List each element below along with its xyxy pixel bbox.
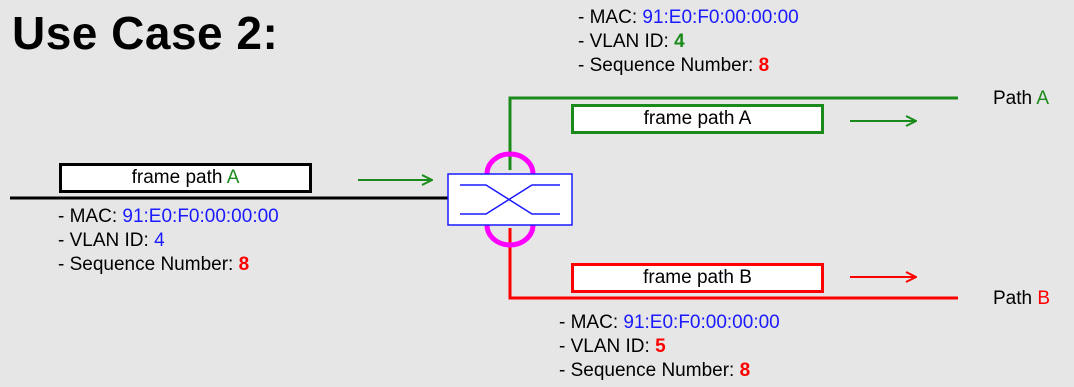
ingress-frame-box: frame path A [59,163,312,193]
ingress-mac-value: 91:E0:F0:00:00:00 [122,206,279,227]
path-b-line [508,228,958,300]
path-a-label-letter: A [1036,88,1050,109]
path-a-vlan-row: - VLAN ID: 4 [578,30,799,54]
switch-arc-bottom [484,224,536,248]
path-a-seq-label: - Sequence Number: [578,55,759,76]
path-b-mac-label: - MAC: [559,312,624,333]
path-a-vlan-label: - VLAN ID: [578,31,675,52]
path-b-seq-value: 8 [739,360,751,381]
path-b-label: Path B [993,288,1050,310]
ingress-frame-label: frame path [131,167,227,188]
path-b-mac-row: - MAC: 91:E0:F0:00:00:00 [559,311,780,335]
path-a-line [508,96,958,170]
path-b-frame-info: - MAC: 91:E0:F0:00:00:00 - VLAN ID: 5 - … [559,311,780,383]
ingress-vlan-value: 4 [154,230,165,251]
ingress-vlan-row: - VLAN ID: 4 [58,229,279,253]
path-b-frame-label: frame path B [643,267,752,288]
path-b-vlan-label: - VLAN ID: [559,336,656,357]
path-b-frame-box: frame path B [571,263,824,293]
path-b-mac-value: 91:E0:F0:00:00:00 [623,312,780,333]
path-a-mac-label: - MAC: [578,7,643,28]
ingress-seq-label: - Sequence Number: [58,254,239,275]
path-b-label-prefix: Path [993,288,1038,309]
path-b-vlan-value: 5 [655,336,666,357]
ingress-mac-label: - MAC: [58,206,123,227]
path-b-seq-label: - Sequence Number: [559,360,740,381]
path-a-label: Path A [993,88,1049,110]
path-a-seq-row: - Sequence Number: 8 [578,54,799,78]
page-title: Use Case 2: [12,7,279,59]
path-a-mac-value: 91:E0:F0:00:00:00 [642,7,799,28]
path-a-label-prefix: Path [993,88,1037,109]
path-a-vlan-value: 4 [674,31,685,52]
path-b-label-letter: B [1037,288,1051,309]
ingress-mac-row: - MAC: 91:E0:F0:00:00:00 [58,205,279,229]
path-a-mac-row: - MAC: 91:E0:F0:00:00:00 [578,6,799,30]
path-b-vlan-row: - VLAN ID: 5 [559,335,780,359]
ingress-vlan-label: - VLAN ID: [58,230,155,251]
ingress-seq-row: - Sequence Number: 8 [58,253,279,277]
path-a-frame-box: frame path A [571,104,824,134]
switch-icon [447,173,573,226]
ingress-seq-value: 8 [238,254,250,275]
ingress-frame-info: - MAC: 91:E0:F0:00:00:00 - VLAN ID: 4 - … [58,205,279,277]
ingress-frame-path-letter: A [226,167,240,188]
switch-arc-top [484,151,536,175]
path-b-seq-row: - Sequence Number: 8 [559,359,780,383]
path-a-frame-label: frame path A [643,108,752,129]
path-a-seq-value: 8 [758,55,770,76]
path-a-frame-info: - MAC: 91:E0:F0:00:00:00 - VLAN ID: 4 - … [578,6,799,78]
